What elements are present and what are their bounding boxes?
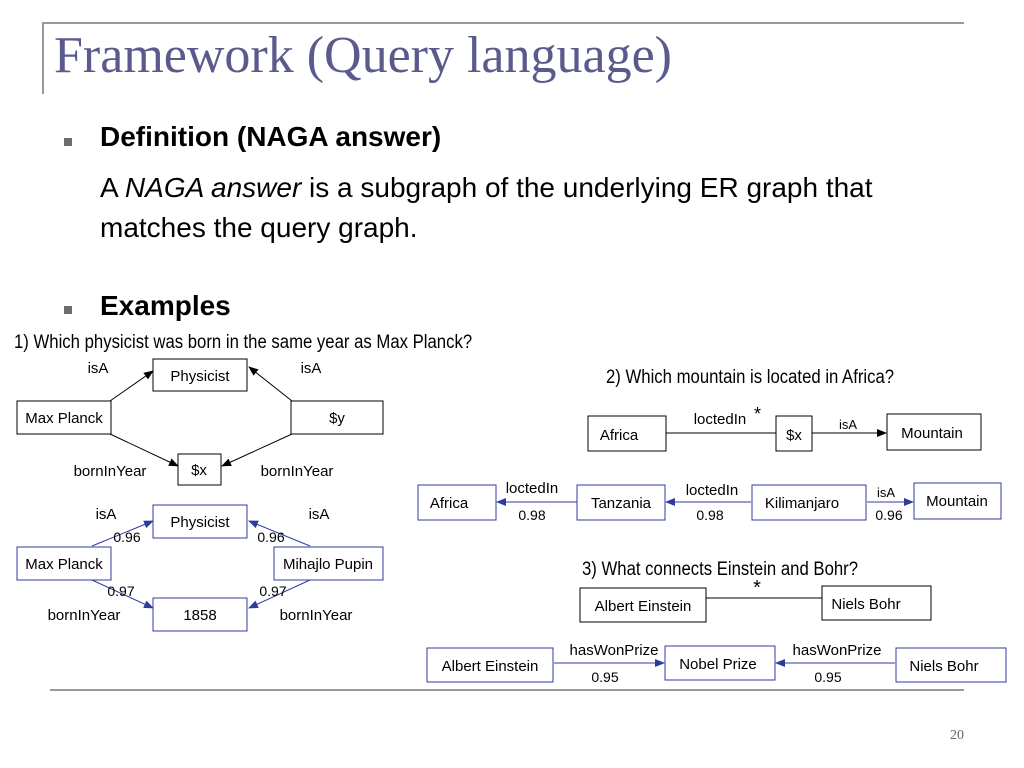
q1-query-node-max-planck-label: Max Planck [25, 410, 103, 427]
q1-answer-node-year-label: 1858 [183, 607, 216, 624]
definition-term: NAGA answer [124, 172, 302, 203]
q2-answer-node-kilimanjaro [751, 484, 867, 521]
q1-query-graph: Physicist Max Planck $y $x isA isA bornI… [16, 358, 384, 486]
q1-answer-node-max-planck-label: Max Planck [25, 556, 103, 573]
q1-query-edge-isa-left [109, 370, 154, 402]
bullet-square-icon [64, 306, 72, 314]
q2-query-label-isa: isA [839, 417, 857, 432]
q3-answer-weight-prize1: 0.95 [591, 669, 618, 685]
q1-query-node-y [290, 400, 384, 435]
q3-answer-weight-prize2: 0.95 [814, 669, 841, 685]
q1-query-node-x [177, 453, 222, 486]
q1-answer-label-born-right: bornInYear [280, 607, 353, 624]
q1-query-edge-isa-right [248, 366, 293, 402]
q2-query-label-located-star: * [754, 404, 761, 424]
q3-answer-node-bohr-label: Niels Bohr [909, 658, 978, 675]
page-number: 20 [950, 728, 964, 743]
q1-answer-node-mihajlo-pupin-label: Mihajlo Pupin [283, 556, 373, 573]
q1-answer-node-max-planck [16, 546, 112, 581]
q3-query-graph: Albert Einstein Niels Bohr * [579, 577, 932, 623]
q1-answer-weight-isa-left: 0.96 [113, 529, 140, 545]
definition-heading: Definition (NAGA answer) [100, 121, 442, 152]
q1-query-edge-born-left [109, 433, 179, 467]
q3-query-node-einstein-label: Albert Einstein [595, 598, 692, 615]
q1-answer-label-isa-right: isA [309, 506, 330, 523]
q1-query-label-born-left: bornInYear [74, 463, 147, 480]
q1-answer-edge-isa-left [91, 520, 154, 547]
q2-query-node-mountain-label: Mountain [901, 425, 963, 442]
question-2: 2) Which mountain is located in Africa? [606, 367, 895, 388]
q2-query-node-africa [587, 415, 667, 452]
q2-answer-weight-isa: 0.96 [875, 507, 902, 523]
q2-answer-label-located2: loctedIn [686, 482, 739, 499]
q1-query-node-y-label: $y [329, 410, 345, 427]
q3-answer-label-prize1: hasWonPrize [570, 642, 659, 659]
slide-title: Framework (Query language) [54, 27, 672, 84]
q1-query-node-x-label: $x [191, 462, 207, 479]
q1-query-label-isa-left: isA [88, 360, 109, 377]
q1-answer-label-born-left: bornInYear [48, 607, 121, 624]
q1-query-label-isa-right: isA [301, 360, 322, 377]
q3-query-label-star: * [753, 577, 761, 599]
q1-query-node-physicist [152, 358, 248, 392]
q2-answer-node-africa-label: Africa [430, 495, 469, 512]
q1-answer-node-year [152, 597, 248, 632]
q3-answer-node-nobel [664, 645, 776, 681]
definition-text-rest: is a subgraph of the underlying ER graph… [100, 172, 873, 243]
q3-answer-label-prize2: hasWonPrize [793, 642, 882, 659]
q3-query-node-bohr [821, 585, 932, 621]
bullet-square-icon [64, 138, 72, 146]
q2-query-node-mountain [886, 413, 982, 451]
q1-answer-edge-isa-right [248, 520, 311, 547]
frame-bottom-rule [50, 689, 964, 691]
q2-query-node-x [775, 415, 813, 452]
q2-answer-node-africa [417, 484, 497, 521]
q2-answer-node-tanzania [576, 484, 666, 521]
q2-query-node-x-label: $x [786, 427, 802, 444]
q3-query-node-bohr-label: Niels Bohr [831, 596, 900, 613]
q3-query-node-einstein [579, 587, 707, 623]
q3-answer-graph: Albert Einstein Nobel Prize Niels Bohr h… [426, 642, 1007, 685]
q1-answer-graph: Physicist Max Planck Mihajlo Pupin 1858 … [16, 504, 384, 632]
q3-answer-node-bohr [895, 647, 1007, 683]
q2-answer-graph: Africa Tanzania Kilimanjaro Mountain loc… [417, 480, 1002, 523]
q1-query-label-born-right: bornInYear [261, 463, 334, 480]
q2-answer-node-tanzania-label: Tanzania [591, 495, 652, 512]
q1-answer-edge-born-right [248, 579, 311, 609]
q3-answer-node-einstein [426, 647, 554, 683]
q1-answer-weight-born-right: 0.97 [259, 583, 286, 599]
q2-answer-node-kilimanjaro-label: Kilimanjaro [765, 495, 839, 512]
q1-answer-label-isa-left: isA [96, 506, 117, 523]
q1-answer-node-mihajlo-pupin [273, 546, 384, 581]
question-1: 1) Which physicist was born in the same … [14, 332, 473, 353]
q1-query-edge-born-right [221, 433, 293, 467]
q1-answer-node-physicist [152, 504, 248, 539]
q2-answer-node-mountain [913, 482, 1002, 520]
q2-answer-weight-located1: 0.98 [518, 507, 545, 523]
q1-answer-edge-born-left [91, 579, 154, 609]
q1-answer-weight-isa-right: 0.96 [257, 529, 284, 545]
q2-query-label-located: loctedIn [694, 411, 747, 428]
q1-query-node-physicist-label: Physicist [170, 368, 230, 385]
q1-answer-node-physicist-label: Physicist [170, 514, 230, 531]
q2-answer-weight-located2: 0.98 [696, 507, 723, 523]
question-3: 3) What connects Einstein and Bohr? [582, 559, 859, 580]
q1-query-node-max-planck [16, 400, 112, 435]
q3-answer-node-einstein-label: Albert Einstein [442, 658, 539, 675]
q2-query-node-africa-label: Africa [600, 427, 639, 444]
definition-text-a: A [100, 172, 125, 203]
examples-heading: Examples [100, 290, 231, 321]
q2-query-graph: Africa $x Mountain loctedIn * isA [587, 404, 982, 452]
frame-top-rule [42, 22, 964, 24]
q2-answer-label-located1: loctedIn [506, 480, 559, 497]
q3-answer-node-nobel-label: Nobel Prize [679, 656, 757, 673]
q2-answer-label-isa: isA [877, 485, 895, 500]
definition-text: A NAGA answer is a subgraph of the under… [100, 168, 960, 248]
q1-answer-weight-born-left: 0.97 [107, 583, 134, 599]
frame-left-rule [42, 22, 44, 94]
q2-answer-node-mountain-label: Mountain [926, 493, 988, 510]
